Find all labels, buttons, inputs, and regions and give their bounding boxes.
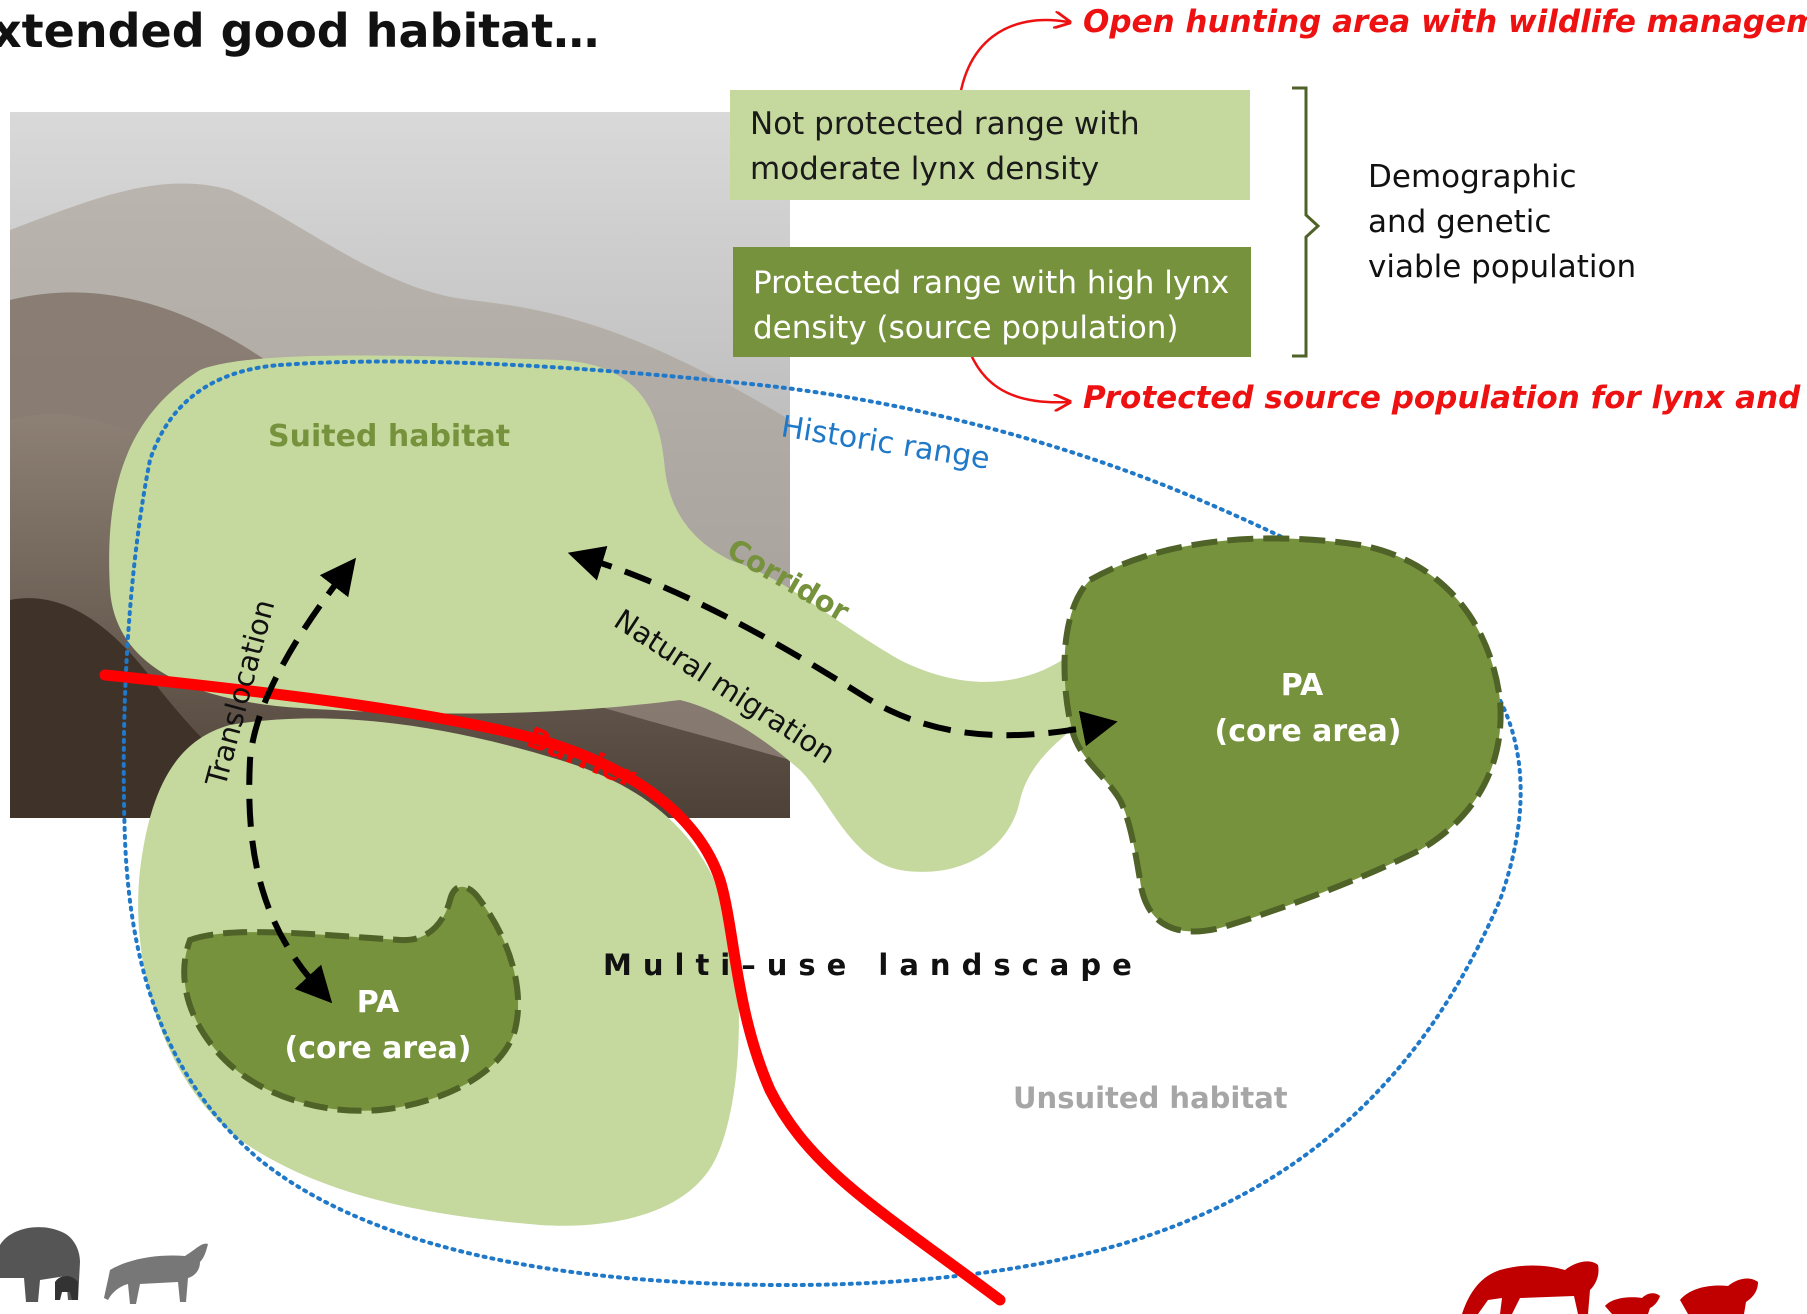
protected-source-note: Protected source population for lynx and…	[1083, 380, 1807, 416]
viable-population-line-3: viable population	[1368, 249, 1637, 285]
open-hunting-arrow	[956, 20, 1068, 115]
pa-core-area-right	[1061, 535, 1504, 935]
bracket	[1292, 86, 1321, 358]
viable-population-label: Demographic and genetic viable populatio…	[1368, 155, 1636, 290]
historic-range-boundary	[121, 359, 1523, 1288]
protected-line-2: density (source population)	[753, 310, 1179, 346]
core-area-label-left: (core area)	[284, 1031, 471, 1066]
page-title: xtended good habitat…	[0, 4, 600, 58]
core-area-label-right: (core area)	[1214, 714, 1401, 749]
not-protected-line-1: Not protected range with	[750, 106, 1140, 142]
not-protected-line-2: moderate lynx density	[750, 151, 1100, 187]
natural-migration-arrow	[567, 546, 1118, 747]
pa-label-left: PA	[357, 985, 400, 1020]
multi-use-label: Multi–use landscape	[603, 948, 1143, 982]
suited-habitat-label: Suited habitat	[268, 419, 510, 454]
viable-population-line-1: Demographic	[1368, 159, 1577, 195]
not-protected-range-box: Not protected range with moderate lynx d…	[730, 90, 1250, 200]
protected-range-box: Protected range with high lynx density (…	[733, 247, 1251, 357]
historic-range-label: Historic range	[779, 409, 992, 477]
lynx-family-logo	[1462, 1261, 1758, 1314]
bear-family-icon	[0, 1227, 80, 1302]
open-hunting-note: Open hunting area with wildlife manageme…	[1083, 4, 1807, 40]
barrier-line	[99, 669, 1006, 1306]
viable-population-line-2: and genetic	[1368, 204, 1552, 240]
pa-label-right: PA	[1281, 668, 1324, 703]
protected-line-1: Protected range with high lynx	[753, 265, 1230, 301]
unsuited-habitat-label: Unsuited habitat	[1013, 1081, 1288, 1115]
translocation-arrow	[246, 557, 357, 1004]
wolf-icon	[104, 1243, 208, 1304]
